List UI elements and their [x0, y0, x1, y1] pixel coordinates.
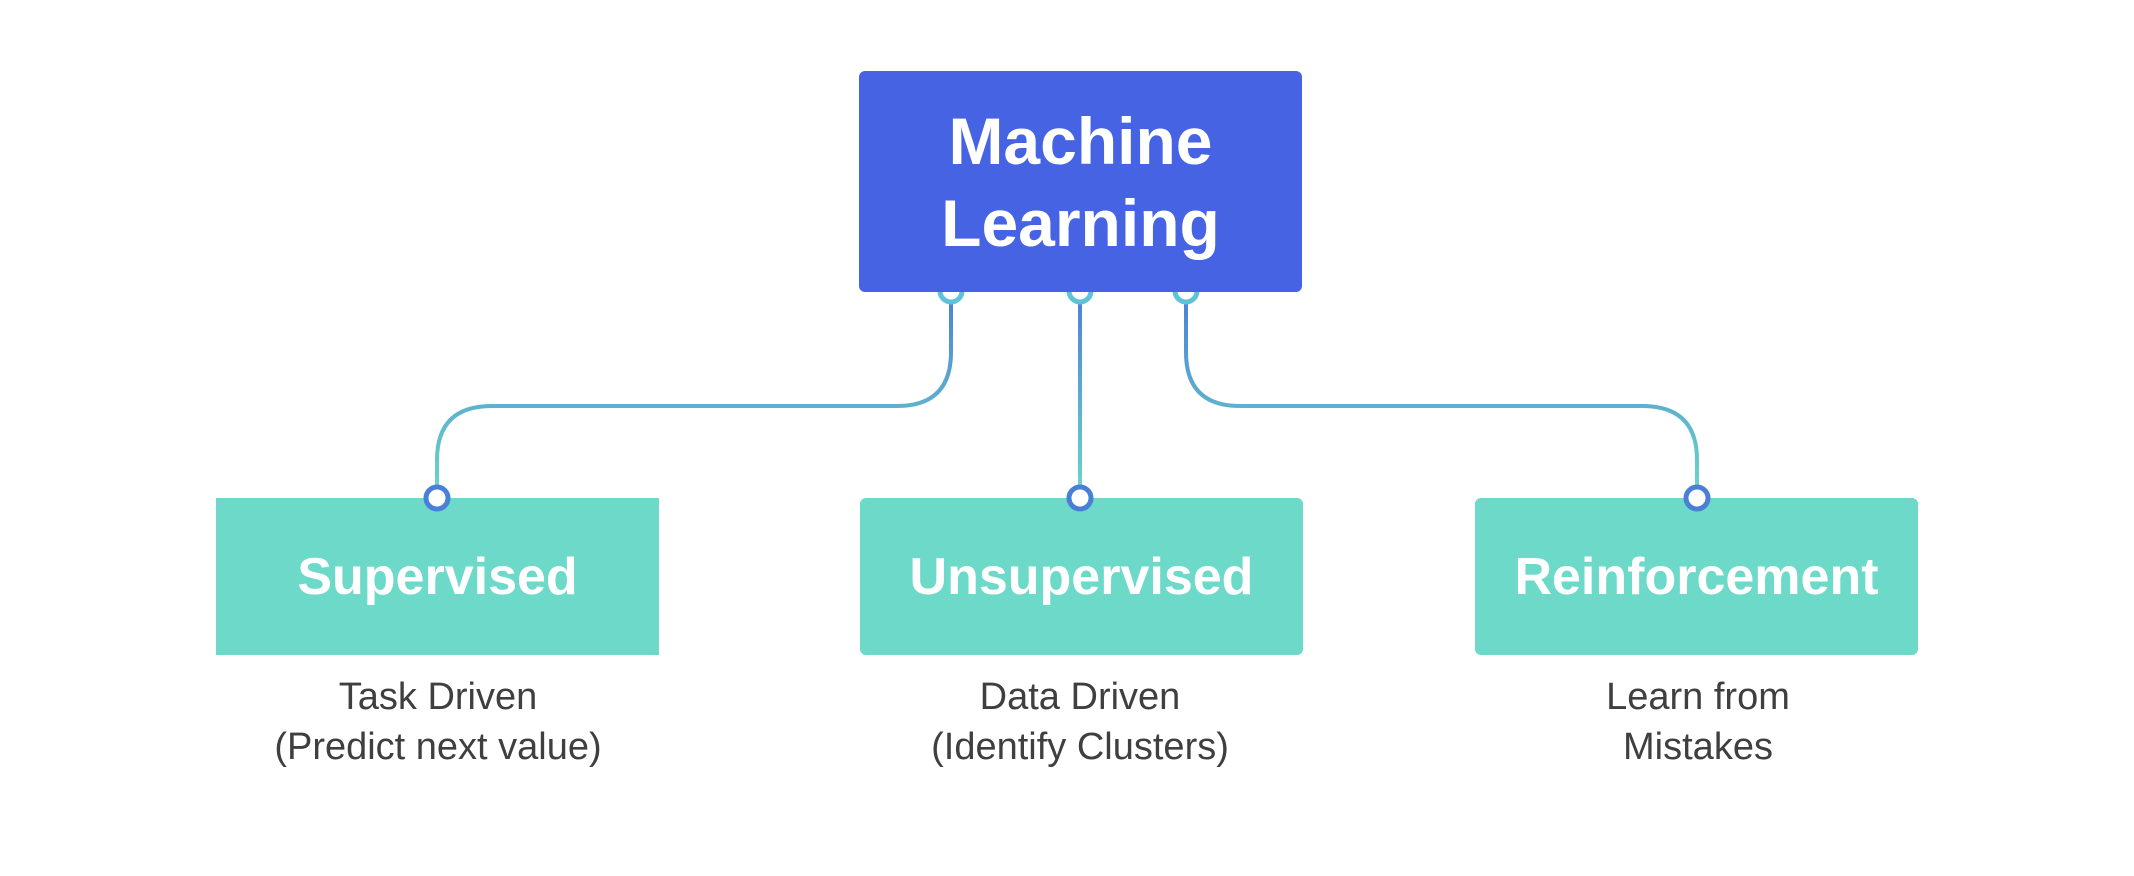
child-label-supervised: Supervised	[297, 547, 578, 606]
caption-line: Data Driven	[979, 676, 1181, 718]
caption-line: (Predict next value)	[274, 726, 602, 768]
root-title-line2: Learning	[941, 185, 1220, 260]
root-node-machine-learning: Machine Learning	[859, 71, 1302, 292]
connector-reinforcement	[1184, 291, 1699, 498]
caption-line: Mistakes	[1623, 726, 1773, 768]
caption-line: Learn from	[1606, 676, 1790, 718]
caption-unsupervised: Data Driven (Identify Clusters)	[820, 672, 1340, 772]
caption-line: Task Driven	[338, 676, 538, 718]
child-label-reinforcement: Reinforcement	[1514, 547, 1879, 606]
connector-supervised	[435, 291, 953, 498]
child-label-unsupervised: Unsupervised	[909, 547, 1254, 606]
child-node-supervised: Supervised	[216, 498, 659, 655]
caption-supervised: Task Driven (Predict next value)	[178, 672, 698, 772]
root-title-line1: Machine	[948, 103, 1213, 178]
child-node-unsupervised: Unsupervised	[860, 498, 1303, 655]
caption-line: (Identify Clusters)	[931, 726, 1229, 768]
child-node-reinforcement: Reinforcement	[1475, 498, 1918, 655]
caption-reinforcement: Learn from Mistakes	[1438, 672, 1958, 772]
